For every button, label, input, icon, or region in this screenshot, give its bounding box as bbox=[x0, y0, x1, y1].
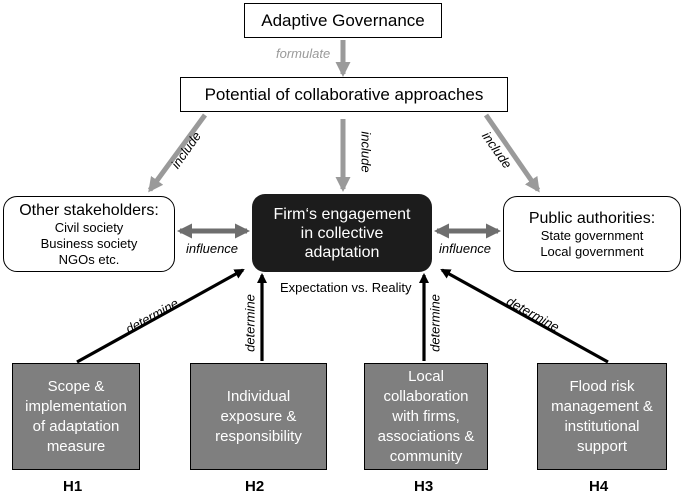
formulate-label: formulate bbox=[276, 46, 331, 61]
hypothesis-line: institutional bbox=[564, 417, 640, 435]
hypothesis-line: of adaptation bbox=[32, 417, 120, 435]
hypothesis-box-h3: Local collaboration with firms, associat… bbox=[364, 363, 488, 470]
stakeholder-item: Civil society bbox=[54, 219, 124, 235]
hypothesis-line: measure bbox=[46, 437, 106, 455]
firm-engagement-line: adaptation bbox=[304, 243, 380, 261]
public-authorities-title: Public authorities: bbox=[528, 209, 656, 227]
firm-engagement-box: Firm‘s engagement in collective adaptati… bbox=[252, 194, 432, 272]
hypothesis-line: collaboration bbox=[383, 387, 469, 405]
potential-collaborative-box: Potential of collaborative approaches bbox=[180, 77, 508, 112]
hypothesis-line: support bbox=[576, 437, 628, 455]
hypothesis-line: community bbox=[389, 447, 463, 465]
hypothesis-box-h2: Individual exposure & responsibility bbox=[190, 363, 327, 470]
potential-collaborative-label: Potential of collaborative approaches bbox=[204, 84, 484, 104]
determine-h2-label: determine bbox=[242, 294, 258, 352]
hypothesis-line: responsibility bbox=[215, 427, 302, 445]
other-stakeholders-box: Other stakeholders: Civil society Busine… bbox=[3, 196, 175, 272]
authority-item: Local government bbox=[540, 243, 644, 259]
hypothesis-line: with firms, bbox=[392, 407, 460, 425]
hypothesis-line: Local bbox=[408, 367, 444, 385]
hypothesis-box-h1: Scope & implementation of adaptation mea… bbox=[12, 363, 140, 470]
hypothesis-line: Individual bbox=[226, 387, 291, 405]
hypothesis-line: associations & bbox=[377, 427, 475, 445]
firm-engagement-line: in collective bbox=[300, 224, 384, 242]
hypothesis-label-h1: H1 bbox=[63, 478, 83, 495]
arrow-determine-h4 bbox=[440, 268, 609, 364]
arrow-include-right bbox=[483, 113, 541, 193]
hypothesis-line: implementation bbox=[25, 397, 127, 415]
influence-left-label: influence bbox=[186, 241, 239, 256]
expectation-vs-reality-label: Expectation vs. Reality bbox=[280, 280, 412, 295]
hypothesis-box-h4: Flood risk management & institutional su… bbox=[537, 363, 667, 470]
hypothesis-label-h3: H3 bbox=[414, 478, 434, 495]
determine-h3-label: determine bbox=[427, 294, 443, 352]
hypothesis-label-h2: H2 bbox=[245, 478, 265, 495]
arrow-include-left bbox=[147, 113, 208, 193]
arrow-determine-h1 bbox=[76, 268, 245, 364]
stakeholder-item: NGOs etc. bbox=[58, 251, 120, 267]
hypothesis-label-h4: H4 bbox=[589, 478, 609, 495]
firm-engagement-line: Firm‘s engagement bbox=[273, 205, 411, 223]
hypothesis-line: management & bbox=[551, 397, 653, 415]
adaptive-governance-box: Adaptive Governance bbox=[244, 3, 442, 38]
authority-item: State government bbox=[540, 227, 644, 243]
stakeholder-item: Business society bbox=[40, 235, 138, 251]
influence-right-label: influence bbox=[439, 241, 492, 256]
adaptive-governance-label: Adaptive Governance bbox=[261, 10, 425, 30]
hypothesis-line: Flood risk bbox=[569, 377, 635, 395]
other-stakeholders-title: Other stakeholders: bbox=[19, 201, 159, 219]
public-authorities-box: Public authorities: State government Loc… bbox=[503, 196, 681, 272]
include-center-label: include bbox=[358, 131, 374, 173]
hypothesis-line: Scope & bbox=[47, 377, 105, 395]
hypothesis-line: exposure & bbox=[220, 407, 297, 425]
